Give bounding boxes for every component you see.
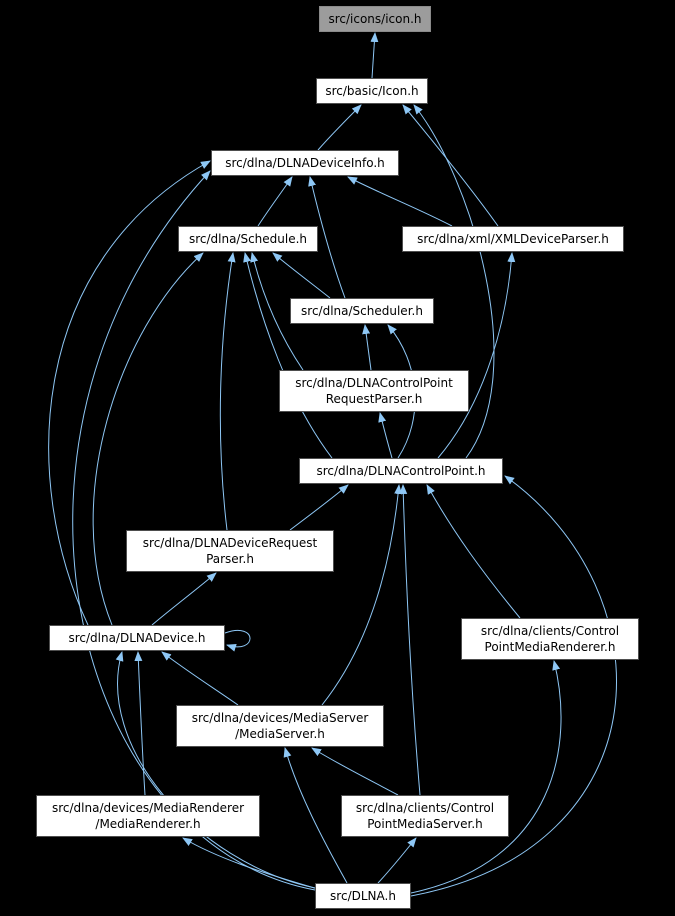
edge-schedule-to-device-info (257, 176, 293, 227)
node-label: src/dlna/xml/XMLDeviceParser.h (417, 231, 609, 246)
edge-device-request-parser-to-schedule (219, 252, 236, 531)
node-label: Parser.h (206, 552, 254, 566)
graph-node-media-renderer[interactable]: src/dlna/devices/MediaRenderer/MediaRend… (36, 795, 260, 837)
edge-cp-request-parser-to-schedule (250, 252, 304, 371)
node-label: src/dlna/devices/MediaServer (191, 710, 369, 725)
edge-scheduler-to-schedule (272, 252, 331, 299)
edge-dlna-to-control-point (410, 475, 618, 897)
edge-xml-device-parser-to-basic-icon (402, 104, 499, 227)
node-label: /MediaServer.h (235, 727, 325, 741)
node-label: src/basic/Icon.h (325, 83, 419, 98)
node-label: src/dlna/Schedule.h (188, 231, 308, 246)
edge-cp-media-renderer-to-control-point (426, 484, 521, 619)
edge-control-point-to-basic-icon (413, 104, 495, 459)
node-label: /MediaRenderer.h (95, 817, 201, 831)
graph-node-device-info[interactable]: src/dlna/DLNADeviceInfo.h (211, 150, 399, 176)
node-label: src/dlna/clients/Control (480, 623, 620, 638)
edge-scheduler-to-device-info (308, 176, 346, 299)
node-label: src/dlna/DLNAControlPoint.h (316, 463, 486, 478)
edge-dlna-device-to-schedule (92, 252, 204, 626)
node-label: src/dlna/clients/Control (355, 800, 495, 815)
node-label: src/dlna/DLNADeviceRequest (142, 535, 318, 550)
edge-media-renderer-to-dlna-device (134, 651, 146, 796)
edge-dlna-to-dlna-device (115, 651, 316, 889)
edge-dlna-to-media-server (283, 747, 348, 884)
node-label: src/DLNA.h (330, 888, 396, 903)
graph-node-schedule[interactable]: src/dlna/Schedule.h (178, 226, 318, 252)
node-label: src/dlna/DLNADeviceInfo.h (225, 155, 385, 170)
node-label: src/icons/icon.h (328, 11, 422, 26)
edge-cp-request-parser-to-scheduler (362, 324, 372, 371)
edge-dlna-device-to-device-request-parser (151, 572, 217, 626)
edge-control-point-to-cp-request-parser (378, 412, 393, 459)
graph-node-media-server[interactable]: src/dlna/devices/MediaServer/MediaServer… (176, 705, 384, 747)
edge-dlna-to-cp-media-server (377, 837, 417, 884)
edge-control-point-to-xml-device-parser (437, 252, 516, 459)
node-label: PointMediaServer.h (367, 817, 483, 831)
node-label: src/dlna/devices/MediaRenderer (51, 800, 245, 815)
node-label: src/dlna/DLNADevice.h (68, 630, 206, 645)
node-label: src/dlna/DLNAControlPoint (295, 375, 453, 390)
edge-control-point-to-schedule (243, 252, 333, 459)
graph-node-dlna-device[interactable]: src/dlna/DLNADevice.h (49, 625, 225, 651)
graph-node-dlna[interactable]: src/DLNA.h (315, 883, 411, 909)
edge-dlna-to-cp-media-renderer (410, 660, 562, 894)
edge-xml-device-parser-to-device-info (347, 176, 453, 227)
edge-dlna-to-media-renderer (182, 837, 319, 890)
edge-cp-media-server-to-control-point (399, 484, 421, 796)
edge-dlna-device-to-device-info (48, 160, 211, 626)
edge-dlna-to-device-info (72, 170, 316, 891)
edge-dlna-device-to-dlna-device (224, 629, 251, 652)
edge-device-request-parser-to-control-point (289, 484, 349, 531)
graph-node-control-point[interactable]: src/dlna/DLNAControlPoint.h (299, 458, 503, 484)
graph-node-xml-device-parser[interactable]: src/dlna/xml/XMLDeviceParser.h (402, 226, 624, 252)
edge-media-server-to-control-point (321, 484, 403, 706)
node-label: RequestParser.h (325, 392, 423, 406)
edge-device-info-to-basic-icon (317, 104, 362, 151)
graph-node-scheduler[interactable]: src/dlna/Scheduler.h (290, 298, 434, 324)
graph-node-basic-icon[interactable]: src/basic/Icon.h (316, 78, 428, 104)
edge-cp-media-server-to-media-server (311, 747, 399, 796)
graph-node-icon: src/icons/icon.h (319, 6, 431, 32)
edge-media-server-to-dlna-device (161, 651, 239, 706)
node-label: src/dlna/Scheduler.h (301, 303, 423, 318)
edge-basic-icon-to-icon (370, 32, 379, 79)
node-label: PointMediaRenderer.h (484, 640, 616, 654)
